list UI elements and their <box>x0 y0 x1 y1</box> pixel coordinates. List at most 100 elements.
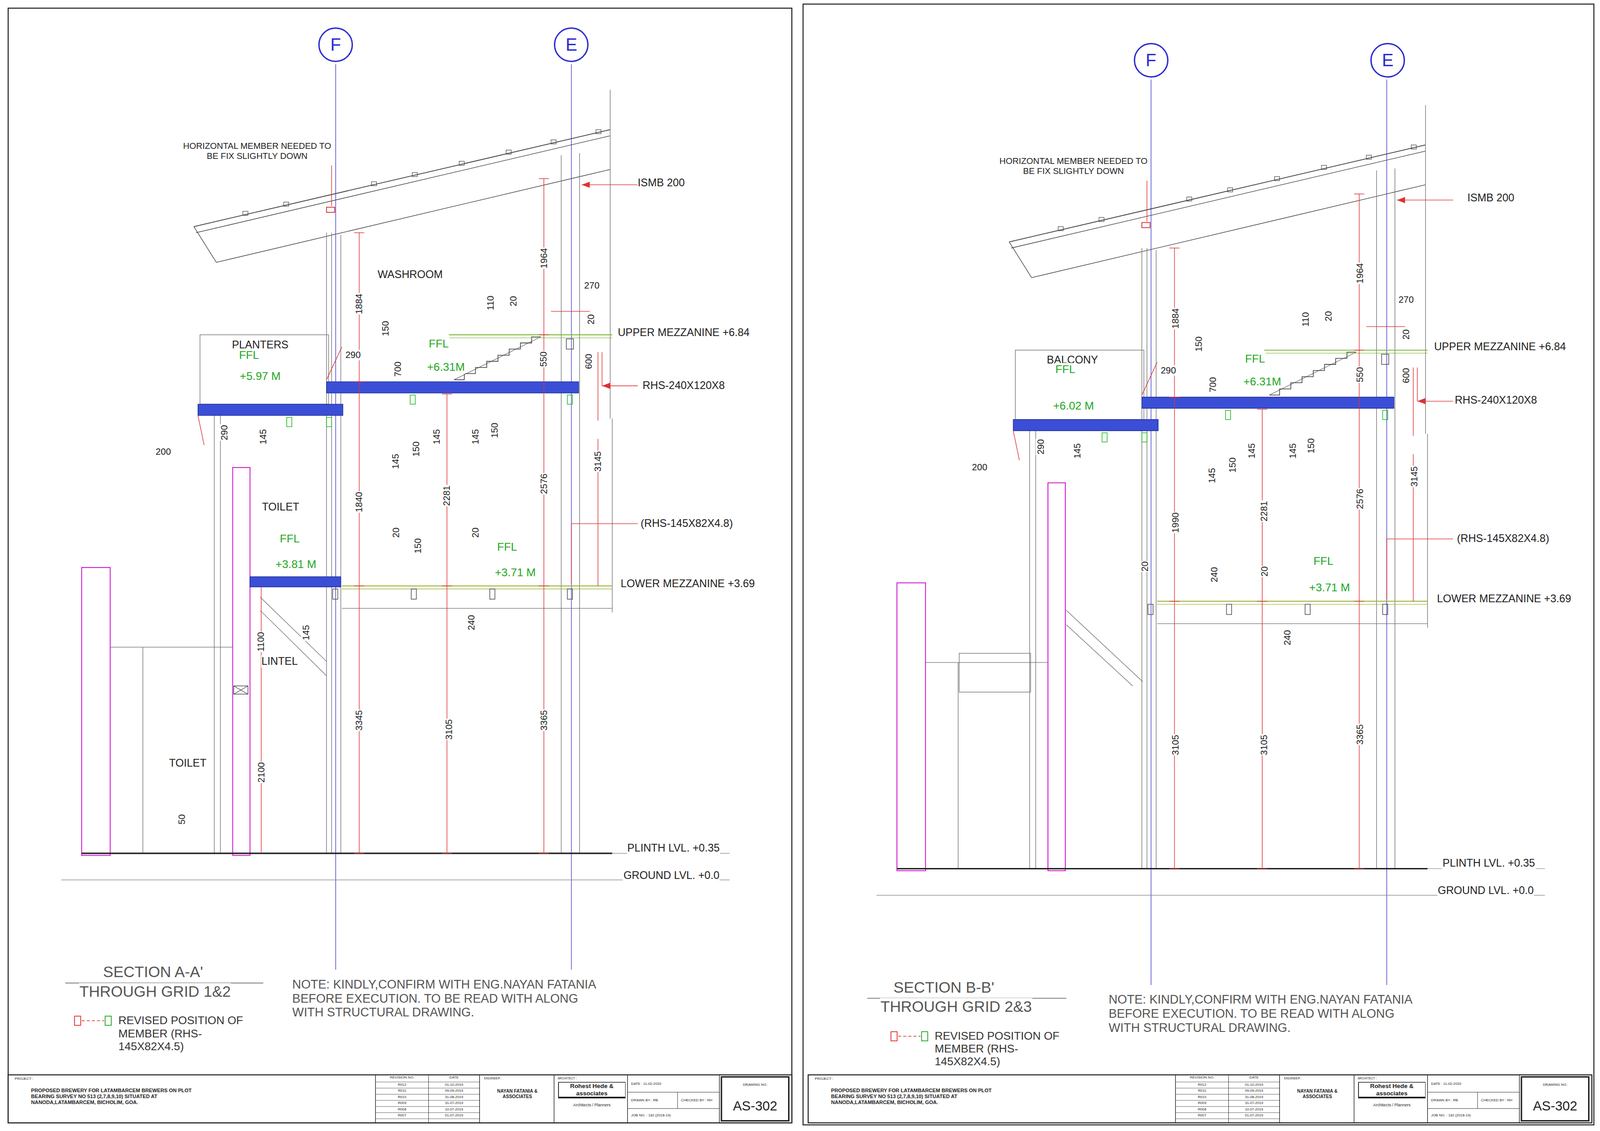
dimension-value: 20 <box>1323 310 1334 322</box>
dimension-value: 1964 <box>538 247 550 269</box>
dimension-value: 20 <box>390 526 401 538</box>
dimension-value: 110 <box>1300 311 1312 327</box>
dimension-value: 3105 <box>443 718 455 741</box>
dimension-value: 1884 <box>1170 307 1181 330</box>
dimension-value: 290 <box>1035 438 1047 456</box>
level-mark: +3.71 M <box>1308 581 1351 595</box>
drawing-label: UPPER MEZZANINE +6.84 <box>617 326 751 339</box>
drawing-label: R007 <box>1197 1113 1207 1118</box>
legend-item: REVISED POSITION OF MEMBER (RHS-145X82X4… <box>73 1014 262 1053</box>
dimension-value: 20 <box>507 295 519 307</box>
level-mark: +6.02 M <box>1052 399 1095 413</box>
drawing-label: 10-07-2019 <box>444 1107 464 1112</box>
level-mark: FFL <box>1244 352 1266 366</box>
grid-bubble: E <box>1370 42 1406 78</box>
drawing-label: AS-302 <box>732 1098 778 1114</box>
level-mark: FFL <box>238 348 260 362</box>
grid-label: F <box>330 36 342 54</box>
dimension-value: 3345 <box>353 709 365 732</box>
dimension-value: 1100 <box>256 631 267 653</box>
drawing-label: DRAWING NO. <box>1542 1082 1569 1087</box>
drawing-label: JOB NO. : 162 (2018-19) <box>1430 1113 1472 1118</box>
dimension-value: 150 <box>1193 335 1205 353</box>
drawing-label: NAYAN FATANIA & ASSOCIATES <box>1286 1088 1349 1100</box>
drawing-label: RHS-240X120X8 <box>1454 394 1538 407</box>
dimension-value: 1884 <box>353 293 365 316</box>
drawing-label: LOWER MEZZANINE +3.69 <box>1436 592 1572 606</box>
drawing-label: DATE <box>1248 1075 1259 1080</box>
drawing-label: DATE : 11-02-2020 <box>1430 1081 1462 1086</box>
dimension-value: 600 <box>1400 367 1412 385</box>
drawing-label: CHECKED BY : RH <box>680 1098 713 1103</box>
drawing-label: DATE : 11-02-2020 <box>630 1081 662 1086</box>
dimension-value: 20 <box>585 313 596 325</box>
dimension-value: 2576 <box>538 473 550 495</box>
drawing-label: 200 <box>155 446 172 458</box>
drawing-label: GROUND LVL. +0.0 <box>622 869 720 882</box>
dimension-value: 145 <box>1287 442 1299 460</box>
drawing-label: TOILET <box>261 500 300 514</box>
drawing-label: UPPER MEZZANINE +6.84 <box>1433 340 1567 353</box>
dimension-value: 1990 <box>1170 511 1181 534</box>
drawing-label: SECTION B-B' <box>893 978 995 997</box>
drawing-label: 01-07-2019 <box>1244 1113 1264 1118</box>
dimension-value: 145 <box>470 428 481 446</box>
dimension-value: 150 <box>489 422 500 439</box>
drawing-label: R008 <box>397 1107 407 1112</box>
drawing-label: R012 <box>1197 1082 1207 1087</box>
drawing-label: DRAWING NO. <box>742 1082 769 1087</box>
dimension-value: 1964 <box>1354 263 1366 285</box>
drawing-label: PROPOSED BREWERY FOR LATAMBARCEM BREWERS… <box>30 1087 211 1106</box>
dimension-value: 2576 <box>1354 488 1366 510</box>
level-mark: FFL <box>1313 554 1335 568</box>
dimension-value: 20 <box>470 526 481 538</box>
drawing-label: 09-09-2019 <box>1244 1088 1264 1093</box>
drawing-label: R009 <box>397 1100 407 1106</box>
dimension-value: 1840 <box>353 491 365 513</box>
drawing-label: ENGINEER : <box>1283 1076 1303 1081</box>
level-mark: +5.97 M <box>239 369 282 383</box>
dimension-value: 550 <box>1354 366 1366 383</box>
drawing-label: 200 <box>971 462 989 473</box>
drawing-label: PROPOSED BREWERY FOR LATAMBARCEM BREWERS… <box>830 1087 1011 1106</box>
dimension-value: 700 <box>1207 376 1219 394</box>
drawing-label: HORIZONTAL MEMBER NEEDED TO BE FIX SLIGH… <box>180 141 335 162</box>
dimension-value: 145 <box>300 624 312 642</box>
level-mark: FFL <box>1054 363 1076 376</box>
dimension-value: 240 <box>466 614 477 631</box>
dimension-value: 150 <box>413 537 424 555</box>
drawing-label: PLINTH LVL. +0.35 <box>626 842 721 855</box>
drawing-label: R008 <box>1197 1107 1207 1112</box>
dimension-value: 2281 <box>1258 500 1270 522</box>
drawing-label: (RHS-145X82X4.8) <box>640 517 734 530</box>
drawing-label: THROUGH GRID 1&2 <box>78 983 232 1001</box>
drawing-label: TOILET <box>168 757 207 770</box>
dimension-value: 145 <box>257 428 269 446</box>
dimension-value: 3105 <box>1258 734 1270 756</box>
grid-bubble: F <box>1133 42 1169 78</box>
drawing-label: R011 <box>397 1088 407 1093</box>
dimension-value: 550 <box>538 351 550 368</box>
drawing-label: SECTION A-A' <box>102 963 204 982</box>
grid-label: E <box>565 36 578 54</box>
drawing-label: ARCHITECT : <box>557 1076 578 1081</box>
drawing-label: ISMB 200 <box>1466 191 1515 205</box>
dimension-value: 290 <box>219 424 230 442</box>
dimension-value: 20 <box>1139 560 1151 572</box>
grid-label: E <box>1382 51 1394 69</box>
drawing-label: NOTE: KINDLY,CONFIRM WITH ENG.NAYAN FATA… <box>1108 992 1416 1035</box>
drawing-label: GROUND LVL. +0.0 <box>1437 884 1535 897</box>
drawing-label: Architects / Planners <box>1372 1102 1411 1108</box>
drawing-label: 270 <box>1398 294 1415 306</box>
dimension-value: 3365 <box>1354 724 1366 746</box>
dimension-value: 145 <box>431 428 443 446</box>
level-mark: FFL <box>428 337 450 351</box>
drawing-label: ISMB 200 <box>637 176 686 190</box>
legend-item: REVISED POSITION OF MEMBER (RHS-145X82X4… <box>889 1029 1078 1069</box>
drawing-label: R010 <box>397 1094 407 1100</box>
grid-label: F <box>1145 51 1157 69</box>
legend-sample <box>73 1014 115 1027</box>
drawing-label: HORIZONTAL MEMBER NEEDED TO BE FIX SLIGH… <box>996 156 1151 177</box>
dimension-value: 240 <box>1209 566 1220 583</box>
